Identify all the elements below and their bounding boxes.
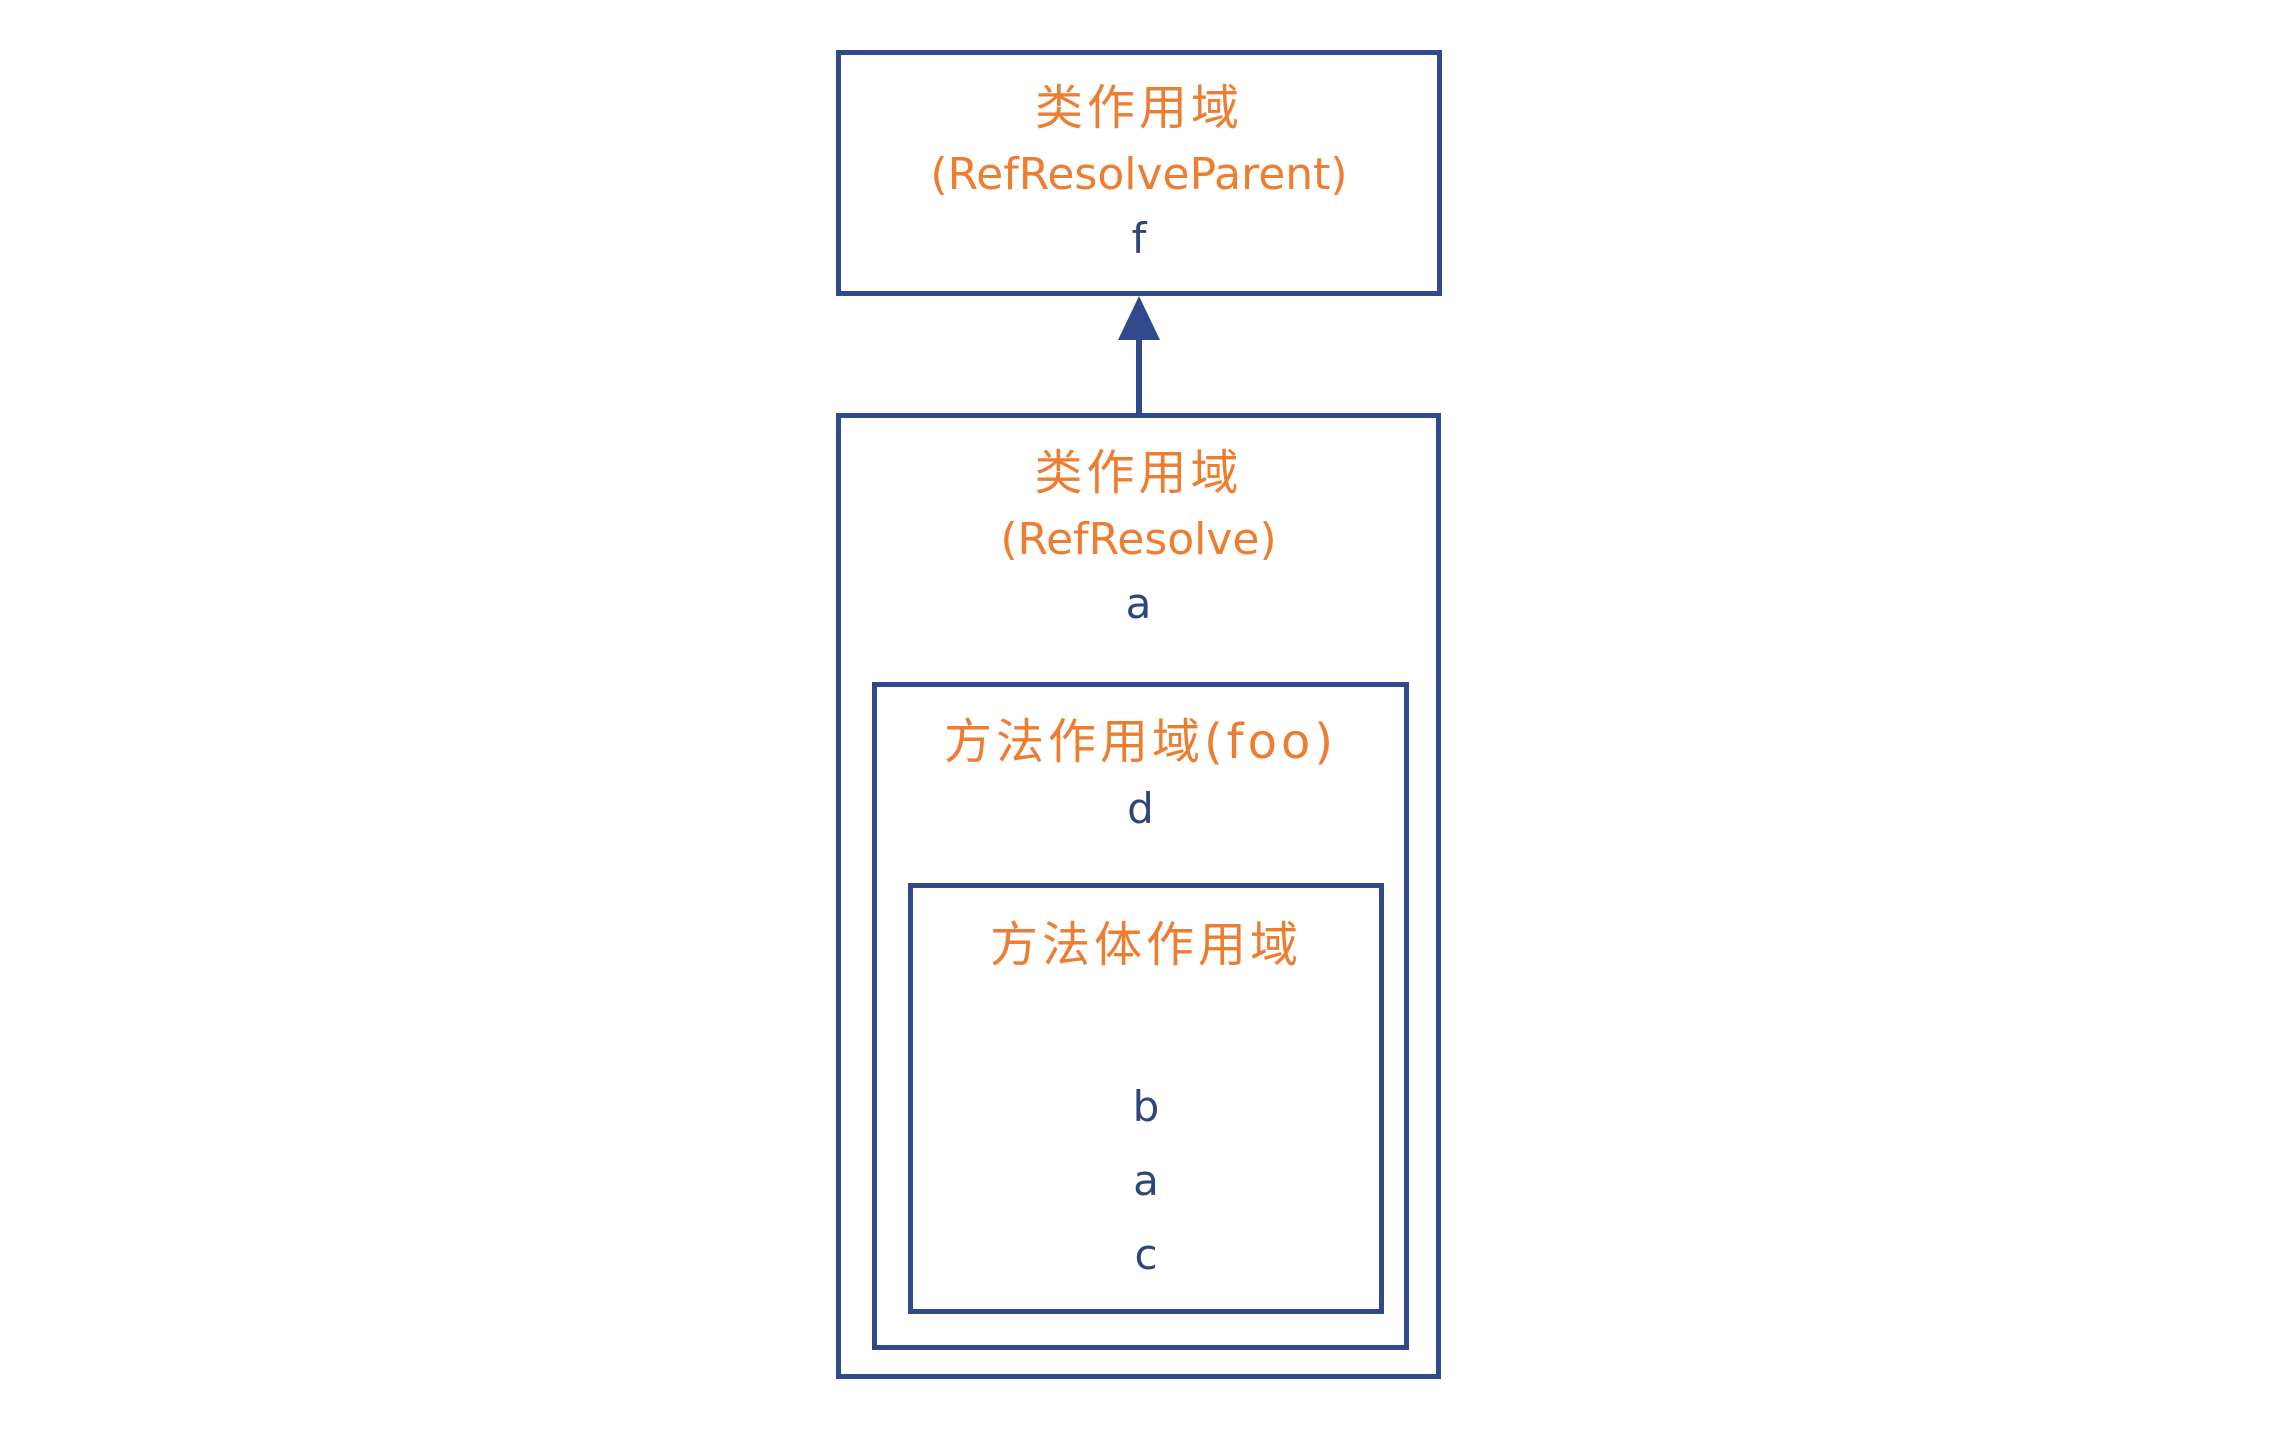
class-scope-variable-a: a <box>1125 579 1152 628</box>
class-scope-box: 类作用域 (RefResolve) a 方法作用域(foo) d 方法体作用域 … <box>836 413 1441 1379</box>
parent-class-scope-box: 类作用域 (RefResolveParent) f <box>836 50 1442 296</box>
class-scope-subtitle: (RefResolve) <box>1000 514 1277 565</box>
method-scope-variable-d: d <box>1127 784 1154 833</box>
class-scope-title: 类作用域 <box>1034 445 1243 501</box>
parent-scope-title: 类作用域 <box>1034 80 1243 136</box>
method-body-scope-box: 方法体作用域 b a c <box>908 883 1384 1314</box>
method-body-scope-title: 方法体作用域 <box>989 917 1302 973</box>
method-body-variable-a: a <box>1133 1156 1159 1205</box>
method-body-variable-list: b a c <box>913 1070 1379 1292</box>
parent-scope-variable-f: f <box>1131 214 1147 263</box>
method-body-variable-c: c <box>1134 1230 1158 1279</box>
method-scope-box: 方法作用域(foo) d 方法体作用域 b a c <box>872 682 1409 1350</box>
method-body-variable-b: b <box>1132 1082 1160 1131</box>
method-scope-title: 方法作用域(foo) <box>943 714 1338 770</box>
parent-scope-subtitle: (RefResolveParent) <box>930 149 1348 200</box>
up-arrow-icon <box>1118 296 1160 414</box>
